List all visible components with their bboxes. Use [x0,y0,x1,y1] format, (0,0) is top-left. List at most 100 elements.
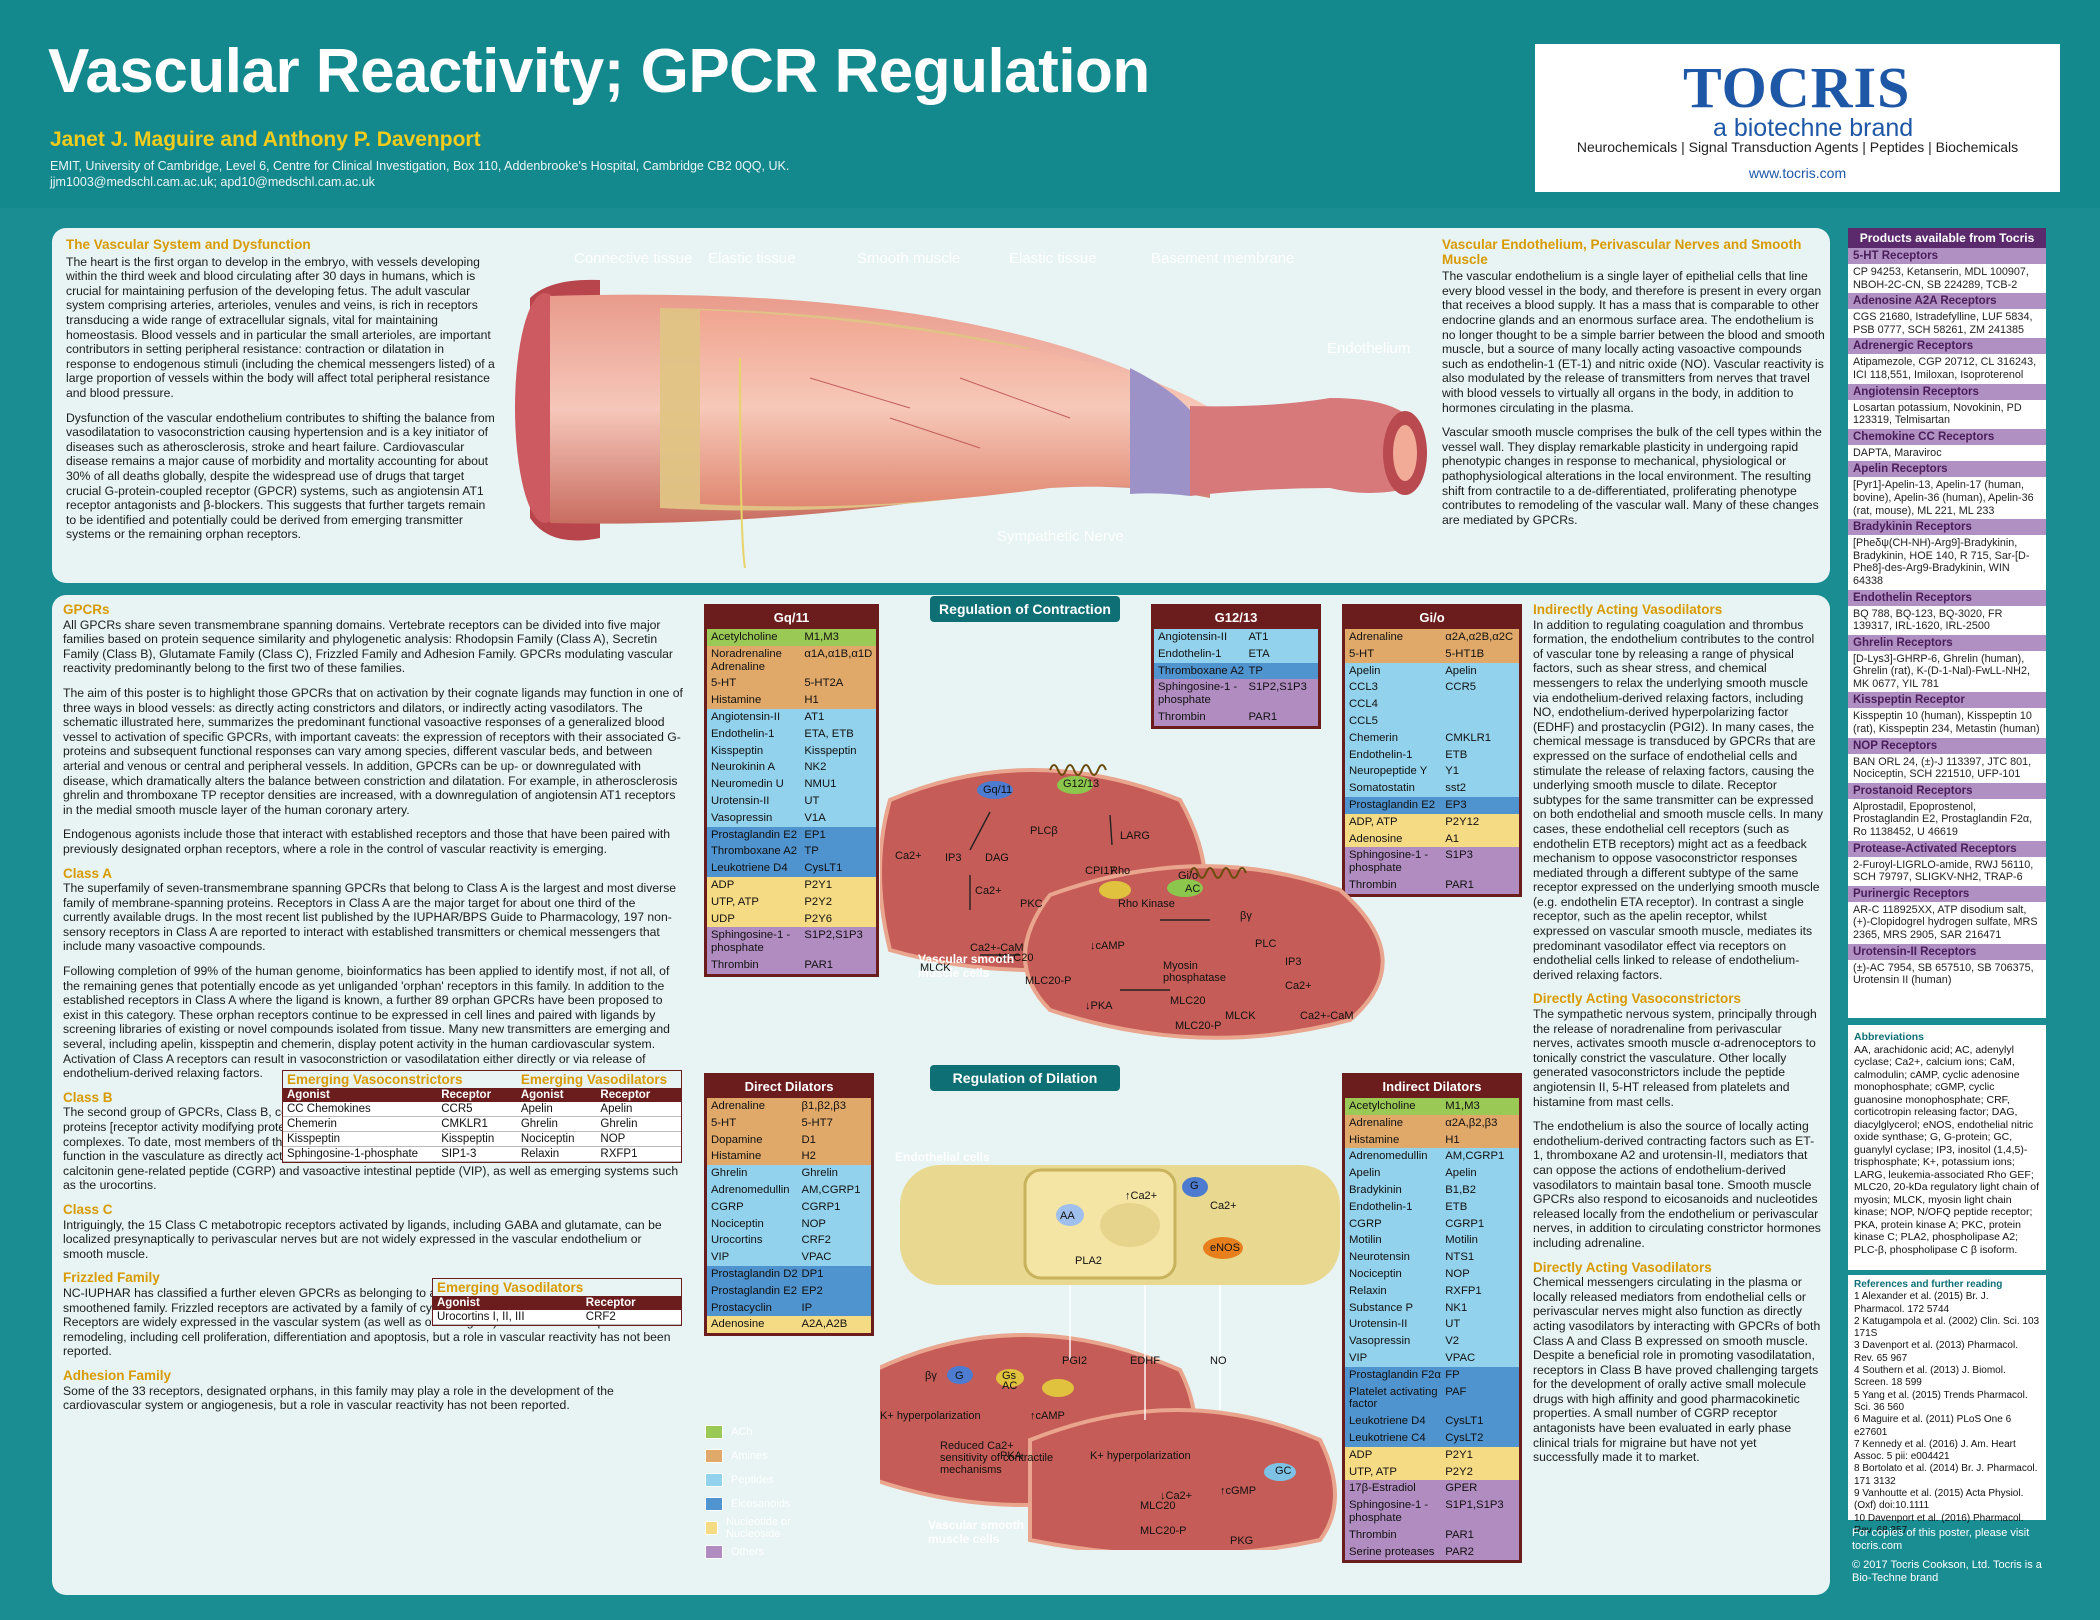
section-heading: Class B [63,1089,113,1105]
product-items[interactable]: Atipamezole, CGP 20712, CL 316243, ICI 1… [1848,354,2046,384]
refs-title: References and further reading [1854,1279,2003,1290]
receptor-cell: Y1 [1445,765,1460,778]
product-category: Endothelin Receptors [1848,589,2046,606]
paragraph: Vascular smooth muscle comprises the bul… [1442,425,1822,527]
logo-url[interactable]: www.tocris.com [1748,165,1847,181]
affiliation: EMIT, University of Cambridge, Level 6, … [50,158,950,190]
cell-label: Ca2+-CaM [970,942,1024,954]
receptor-cell: P2Y2 [1445,1465,1473,1478]
agonist-cell: Substance P [1349,1301,1414,1314]
agonist-cell: Prostaglandin E2 [1349,798,1436,811]
table-title: Gi/o [1419,610,1445,625]
receptor-cell: EP3 [1445,798,1467,811]
agonist-cell: 5-HT [1349,647,1375,660]
product-category: Adrenergic Receptors [1848,338,2046,355]
footer-copies[interactable]: For copies of this poster, please visit … [1852,1527,2030,1552]
authors: Janet J. Maguire and Anthony P. Davenpor… [50,128,481,151]
tocris-logo[interactable]: TOCRIS a biotechne brand Neurochemicals … [1535,44,2060,192]
contraction-cell-diagram [880,764,1385,1040]
logo-sub: a biotechne brand [1713,114,1914,142]
product-items[interactable]: AR-C 118925XX, ATP disodium salt, (+)-Cl… [1848,901,2046,944]
product-items[interactable]: BQ 788, BQ-123, BQ-3020, FR 139317, IRL-… [1848,605,2046,635]
cell-label: MLC20-P [1140,1525,1187,1537]
agonist-cell: Adrenaline [711,1100,766,1112]
agonist-cell: Prostaglandin E2 [711,1284,798,1297]
product-items[interactable]: DAPTA, Maraviroc [1848,444,2046,462]
product-items[interactable]: [D-Lys3]-GHRP-6, Ghrelin (human), Ghreli… [1848,650,2046,693]
agonist-cell: Sphingosine-1 -phosphate [1349,1499,1429,1524]
section-heading: Frizzled Family [63,1270,160,1286]
product-items[interactable]: Alprostadil, Epoprostenol, Prostaglandin… [1848,798,2046,841]
agonist-cell: CCL3 [1349,681,1378,694]
product-category: Urotensin-II Receptors [1848,943,2046,960]
product-items[interactable]: [Pheδψ(CH-NH)-Arg9]-Bradykinin, Bradykin… [1848,535,2046,590]
paragraph: Dysfunction of the vascular endothelium … [66,410,495,542]
table-title: G12/13 [1214,610,1258,625]
cell-label: Gq/11 [983,784,1013,796]
paragraph: Intriguingly, the 15 Class C metabotropi… [63,1217,662,1261]
agonist-cell: Angiotensin-II [1158,631,1228,643]
section-heading: The Vascular System and Dysfunction [66,237,311,252]
product-items[interactable]: 2-Furoyl-LIGRLO-amide, RWJ 56110, SCH 79… [1848,856,2046,886]
receptor-cell: CysLT1 [804,862,843,875]
receptor-cell: CCR5 [1445,681,1477,694]
gpcr-left-column: GPCRs All GPCRs share seven transmembran… [63,602,683,1423]
product-items[interactable]: BAN ORL 24, (±)-J 113397, JTC 801, Nocic… [1848,753,2046,783]
cell-label: AC [1002,1380,1018,1392]
cell-label: MLC20 [1170,995,1206,1007]
agonist-cell: Neuropeptide Y [1349,765,1428,778]
product-items[interactable]: Kisspeptin 10 (human), Kisspeptin 10 (ra… [1848,708,2046,738]
paragraph: All GPCRs share seven transmembrane span… [63,617,673,676]
cell-label: PLA2 [1075,1255,1102,1267]
legend-swatch [705,1425,723,1439]
product-items[interactable]: CGS 21680, Istradefylline, LUF 5834, PSB… [1848,309,2046,339]
paragraph: The superfamily of seven-transmembrane s… [63,881,677,954]
agonist-cell: Ghrelin [711,1167,748,1180]
product-items[interactable]: Losartan potassium, Novokinin, PD 123319… [1848,399,2046,429]
label-smooth-muscle: Smooth muscle [857,250,961,267]
product-category: NOP Receptors [1848,737,2046,754]
legend-label: Nucleotide or Nucleoside [725,1516,791,1540]
vascular-system-section: The Vascular System and Dysfunction The … [66,237,496,552]
emerging-vc-title: Emerging Vasoconstrictors [287,1072,463,1087]
cell: Chemerin [287,1118,337,1130]
agonist-cell: Leukotriene D4 [711,862,788,875]
receptor-cell: CGRP1 [801,1200,841,1213]
receptor-cell: α2A,β2,β3 [1445,1116,1498,1129]
label-basement-membrane: Basement membrane [1151,250,1295,267]
cell-label: PKA [1000,1450,1023,1462]
agonist-cell: Adenosine [711,1318,765,1331]
legend-label: Others [731,1546,765,1558]
product-items[interactable]: (±)-AC 7954, SB 657510, SB 706375, Urote… [1848,959,2046,989]
product-items[interactable]: CP 94253, Ketanserin, MDL 100907, NBOH-2… [1848,264,2046,294]
agonist-cell: Vasopressin [1349,1335,1411,1348]
table-row: CCL5 [1345,712,1519,730]
dilation-cell-diagram [880,1165,1340,1550]
product-items[interactable]: [Pyr1]-Apelin-13, Apelin-17 (human, bovi… [1848,477,2046,520]
receptor-cell: 5-HT2A [804,677,844,690]
agonist-cell: ADP [711,878,735,891]
receptor-cell: V1A [804,811,826,824]
